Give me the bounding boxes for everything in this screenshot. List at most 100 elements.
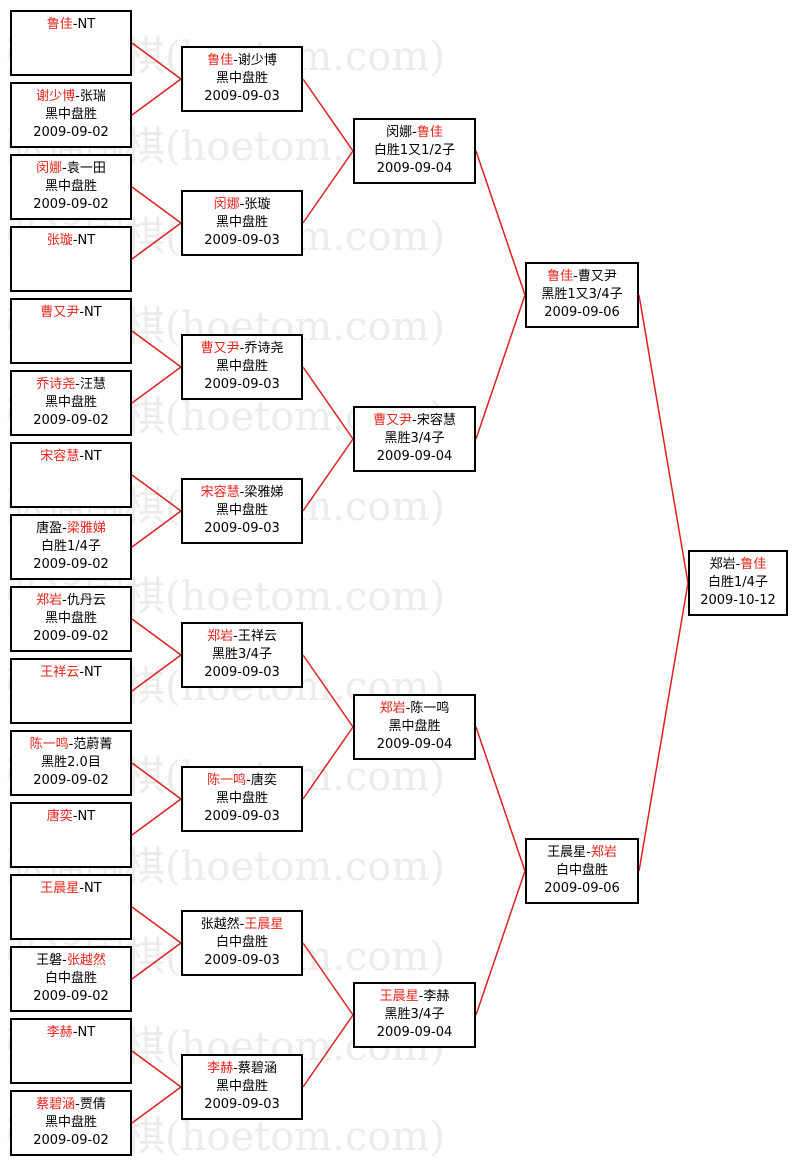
- player-separator: -: [233, 53, 238, 68]
- match-date: 2009-09-03: [204, 89, 280, 104]
- match-date: 2009-09-02: [33, 629, 109, 644]
- player-separator: -: [72, 17, 78, 32]
- player-name: NT: [84, 881, 102, 896]
- match-result: 黑胜3/4子: [384, 1007, 445, 1022]
- player-separator: -: [79, 305, 85, 320]
- player-name: 曹又尹: [373, 413, 413, 428]
- player-name: 陈一鸣: [29, 737, 69, 752]
- match-date: 2009-09-02: [33, 989, 109, 1004]
- match-box[interactable]: 李赫-NT: [10, 1018, 132, 1084]
- bracket-connector-line: [638, 582, 689, 872]
- player-name: 乔诗尧: [36, 377, 76, 392]
- match-box[interactable]: 王晨星-NT: [10, 874, 132, 940]
- player-name: 谢少博: [237, 53, 277, 68]
- player-separator: -: [62, 161, 67, 176]
- player-separator: -: [239, 197, 245, 212]
- match-box[interactable]: 王磐-张越然白中盘胜 2009-09-02: [10, 946, 132, 1012]
- player-name: NT: [84, 449, 102, 464]
- player-name: 鲁佳: [740, 557, 767, 572]
- player-name: 闵娜: [213, 197, 240, 212]
- player-separator: -: [62, 953, 67, 968]
- player-name: 谢少博: [36, 89, 76, 104]
- player-name: 唐奕: [250, 773, 277, 788]
- player-name: 贾倩: [79, 1097, 106, 1112]
- match-date: 2009-09-03: [204, 377, 280, 392]
- bracket-connector-line: [131, 654, 182, 692]
- match-box[interactable]: 曹又尹-NT: [10, 298, 132, 364]
- player-separator: -: [68, 737, 74, 752]
- bracket-connector-line: [131, 186, 182, 224]
- bracket-connector-line: [131, 222, 182, 260]
- player-separator: -: [586, 845, 591, 860]
- player-name: 王晨星: [40, 881, 80, 896]
- match-box[interactable]: 鲁佳-NT: [10, 10, 132, 76]
- match-players: 乔诗尧-汪慧: [36, 376, 106, 394]
- player-name: 仇丹云: [66, 593, 106, 608]
- match-date: 2009-09-02: [33, 773, 109, 788]
- bracket-connector-line: [131, 762, 182, 800]
- match-players: 王祥云-NT: [40, 664, 101, 682]
- player-separator: -: [239, 341, 245, 356]
- player-separator: -: [405, 701, 411, 716]
- match-result: 白中盘胜: [555, 863, 608, 878]
- player-name: 郑岩: [709, 557, 736, 572]
- match-box[interactable]: 宋容慧-NT: [10, 442, 132, 508]
- match-players: 闵娜-鲁佳: [386, 124, 443, 142]
- player-separator: -: [79, 449, 85, 464]
- match-players: 宋容慧-NT: [40, 448, 101, 466]
- match-box[interactable]: 唐奕-NT: [10, 802, 132, 868]
- player-separator: -: [239, 917, 245, 932]
- bracket-connector-line: [302, 366, 354, 440]
- match-players: 王晨星-NT: [40, 880, 101, 898]
- match-players: 鲁佳-谢少博: [207, 52, 277, 70]
- player-separator: -: [412, 125, 417, 140]
- player-name: NT: [77, 233, 96, 248]
- player-separator: -: [72, 809, 78, 824]
- match-date: 2009-09-06: [544, 881, 620, 896]
- match-players: 唐奕-NT: [47, 808, 95, 826]
- match-result: 白中盘胜: [44, 971, 97, 986]
- player-name: 唐奕: [46, 809, 73, 824]
- player-separator: -: [239, 485, 245, 500]
- bracket-connector-line: [302, 726, 354, 800]
- match-players: 王磐-张越然: [36, 952, 106, 970]
- player-name: 蔡碧涵: [237, 1061, 277, 1076]
- bracket-connector-line: [302, 78, 354, 152]
- match-box[interactable]: 张璇-NT: [10, 226, 132, 292]
- bracket-connector-line: [302, 1014, 354, 1088]
- match-box[interactable]: 王祥云-NT: [10, 658, 132, 724]
- bracket-connector-line: [131, 1086, 182, 1124]
- bracket-connector-line: [302, 438, 354, 512]
- bracket-connector-line: [302, 150, 354, 224]
- player-separator: -: [72, 1025, 78, 1040]
- match-result: 白胜1又1/2子: [373, 143, 456, 158]
- player-name: 蔡碧涵: [36, 1097, 76, 1112]
- match-players: 谢少博-张瑞: [36, 88, 106, 106]
- match-result: 黑中盘胜: [44, 179, 97, 194]
- player-name: 王磐: [36, 953, 63, 968]
- player-name: 梁雅娣: [244, 485, 284, 500]
